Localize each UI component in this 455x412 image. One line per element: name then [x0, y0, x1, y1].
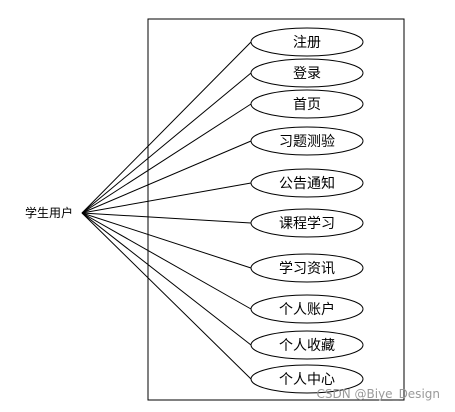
association-line: [81, 212, 252, 224]
association-line: [81, 212, 252, 269]
use-case: 课程学习: [250, 208, 364, 238]
association-line: [81, 182, 252, 214]
use-case-label: 首页: [293, 97, 321, 113]
association-line: [81, 41, 252, 214]
actor-label: 学生用户: [25, 205, 73, 220]
association-lines: [81, 41, 252, 380]
use-case: 个人中心: [250, 364, 364, 394]
use-case-ellipse: [250, 364, 364, 394]
use-case-label: 习题测验: [279, 134, 335, 150]
use-case: 习题测验: [250, 126, 364, 156]
use-case: 注册: [250, 27, 364, 57]
association-line: [81, 212, 252, 380]
use-case-ellipse: [250, 126, 364, 156]
use-case-ellipse: [250, 89, 364, 119]
use-case-ellipse: [250, 58, 364, 88]
use-case-ellipse: [250, 27, 364, 57]
use-case: 个人账户: [250, 294, 364, 324]
use-case-label: 公告通知: [279, 175, 335, 192]
use-case-label: 学习资讯: [279, 261, 335, 277]
use-case-label: 个人账户: [279, 301, 335, 318]
use-case: 个人收藏: [250, 330, 364, 360]
association-line: [81, 140, 252, 214]
association-line: [81, 103, 252, 214]
use-case: 登录: [250, 58, 364, 88]
association-line: [81, 212, 252, 346]
association-line: [81, 212, 252, 310]
watermark: CSDN @Biye_Design: [316, 387, 440, 401]
use-case-ellipse: [250, 330, 364, 360]
system-boundary: [147, 18, 405, 401]
use-case-ellipse: [250, 294, 364, 324]
use-case-label: 个人中心: [279, 372, 335, 388]
use-case-label: 注册: [293, 35, 321, 51]
use-case: 首页: [250, 89, 364, 119]
use-case-ellipse: [250, 208, 364, 238]
use-case-ellipse: [250, 168, 364, 198]
use-case: 学习资讯: [250, 253, 364, 283]
use-case: 公告通知: [250, 168, 364, 198]
association-line: [81, 72, 252, 214]
use-case-label: 课程学习: [279, 216, 335, 232]
use-case-ellipse: [250, 253, 364, 283]
use-case-label: 个人收藏: [279, 338, 335, 354]
use-case-label: 登录: [293, 66, 321, 82]
